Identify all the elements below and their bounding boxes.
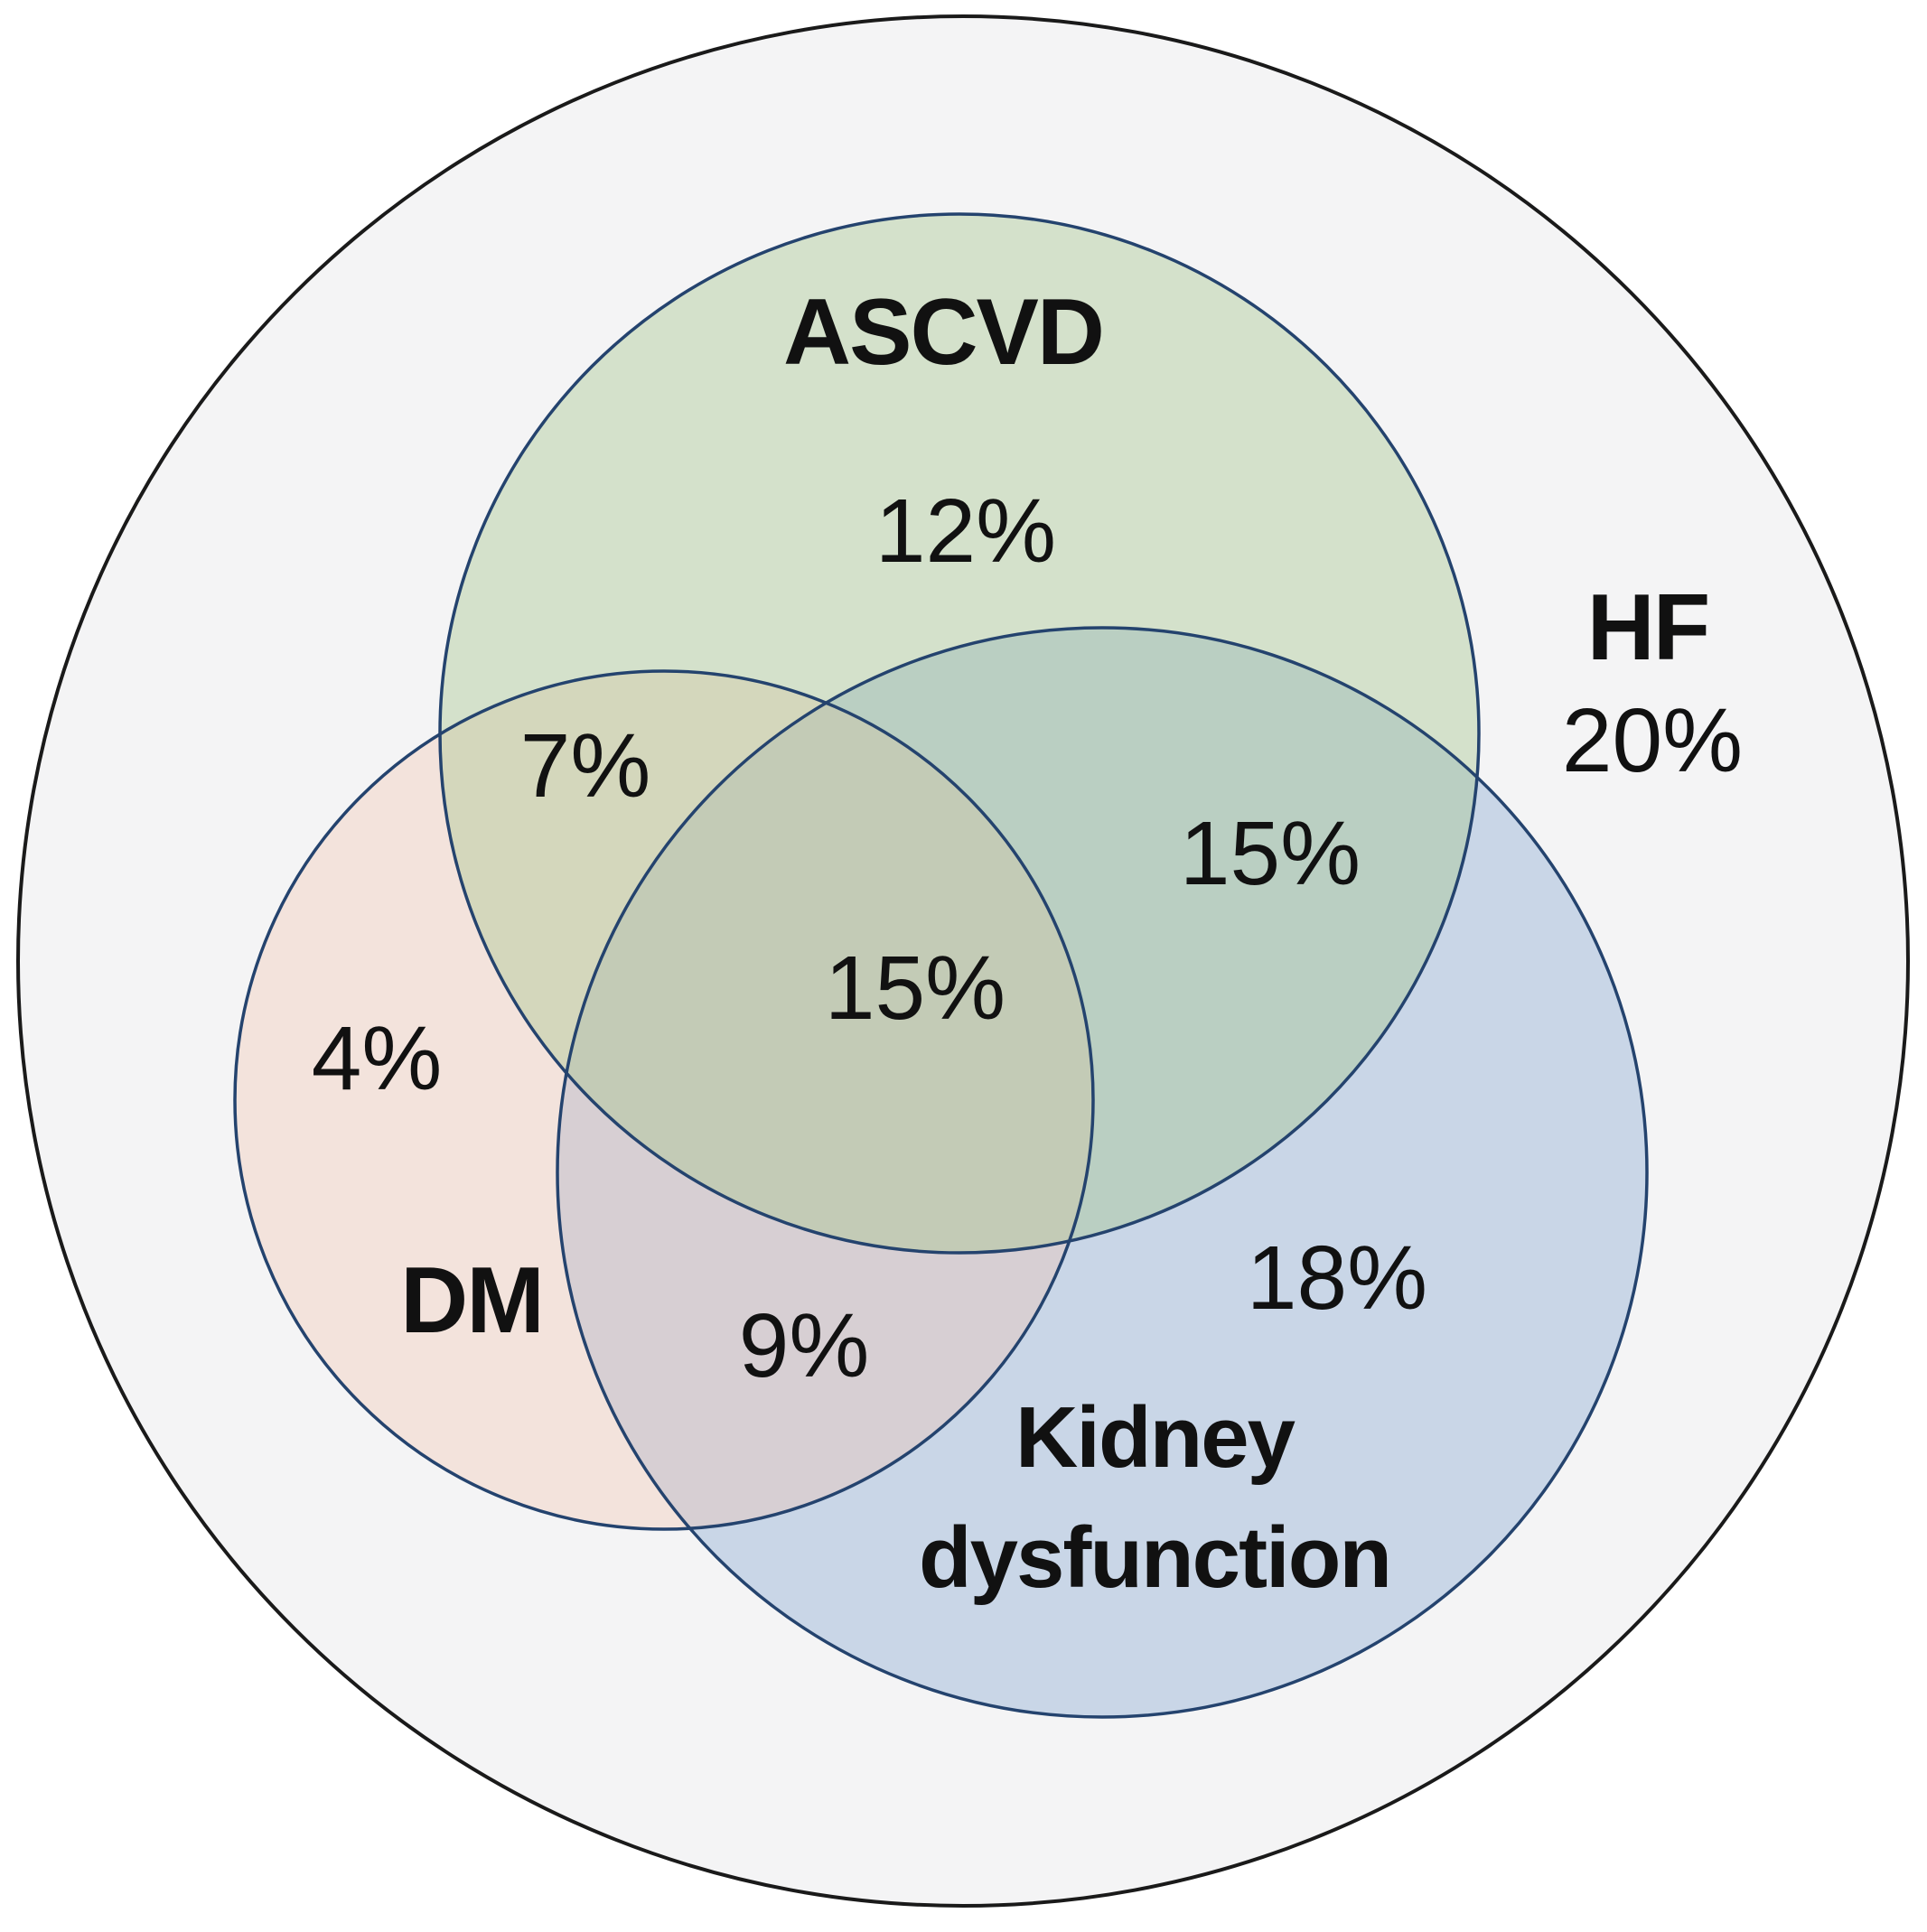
ascvd-label: ASCVD (783, 280, 1103, 385)
ascvd-dm-overlap-value: 7% (520, 715, 651, 817)
hf-outer-circle (16, 14, 1910, 1908)
set-outlines (233, 212, 1649, 1719)
hf-value: 20% (1562, 690, 1743, 791)
dm-kidney-overlap-value: 9% (739, 1295, 870, 1396)
ascvd-circle-fill (440, 214, 1479, 1253)
ascvd-only-value: 12% (875, 481, 1056, 582)
dm-only-value: 4% (312, 1008, 443, 1109)
dm-label: DM (400, 1248, 543, 1353)
center-overlap-value: 15% (825, 938, 1006, 1039)
kidney-only-value: 18% (1247, 1227, 1427, 1329)
hf-label: HF (1587, 575, 1709, 680)
dm-circle-outline (233, 669, 1095, 1531)
kidney-circle-fill (557, 628, 1647, 1717)
set-fills (235, 214, 1647, 1717)
kidney-label-line1: Kidney (1015, 1389, 1296, 1486)
dm-circle-fill (235, 671, 1093, 1529)
labels: ASCVD 12% HF 20% 7% 15% 15% 4% DM 9% 18%… (312, 280, 1743, 1606)
kidney-circle-outline (556, 626, 1649, 1719)
ascvd-kidney-overlap-value: 15% (1180, 803, 1361, 904)
kidney-label-line2: dysfunction (919, 1509, 1390, 1606)
